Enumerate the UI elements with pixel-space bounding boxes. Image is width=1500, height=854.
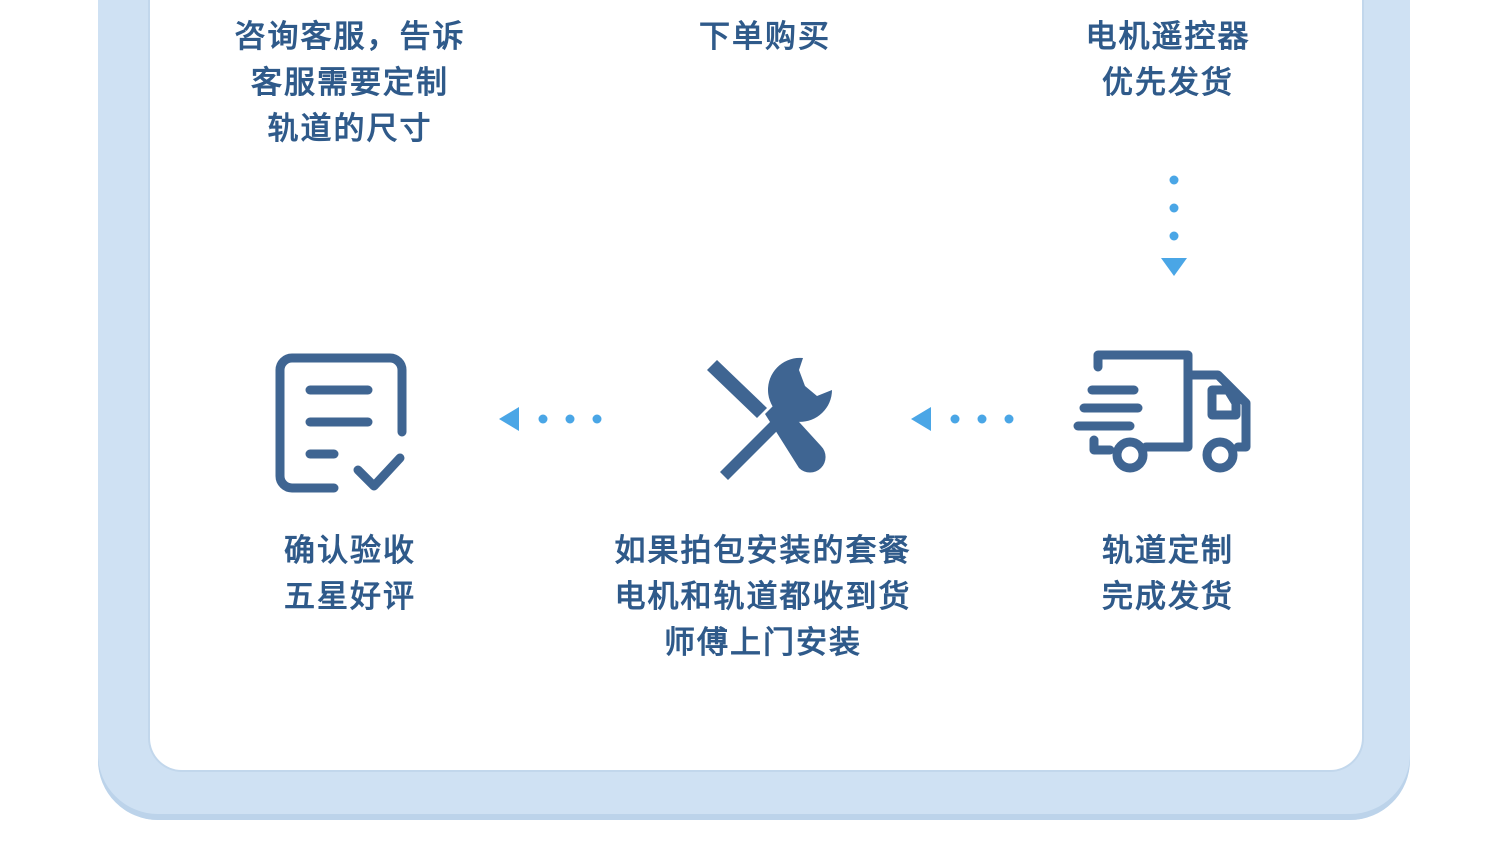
arrow-down-icon bbox=[1161, 175, 1187, 276]
step-4-label: 轨道定制 完成发货 bbox=[1102, 533, 1234, 615]
arrow-left-icon bbox=[911, 407, 1014, 431]
step-5-label: 如果拍包安装的套餐 电机和轨道都收到货 师傅上门安装 bbox=[614, 533, 912, 661]
tools-icon bbox=[707, 357, 832, 480]
step-2-label: 下单购买 bbox=[699, 19, 831, 55]
truck-icon bbox=[1073, 350, 1251, 473]
arrow-left-icon bbox=[499, 407, 602, 431]
step-1-label: 咨询客服，告诉 客服需要定制 轨道的尺寸 bbox=[234, 19, 466, 147]
step-6-label: 确认验收 五星好评 bbox=[284, 533, 416, 615]
checklist-icon bbox=[275, 353, 407, 493]
step-3-label: 电机遥控器 优先发货 bbox=[1085, 19, 1251, 101]
